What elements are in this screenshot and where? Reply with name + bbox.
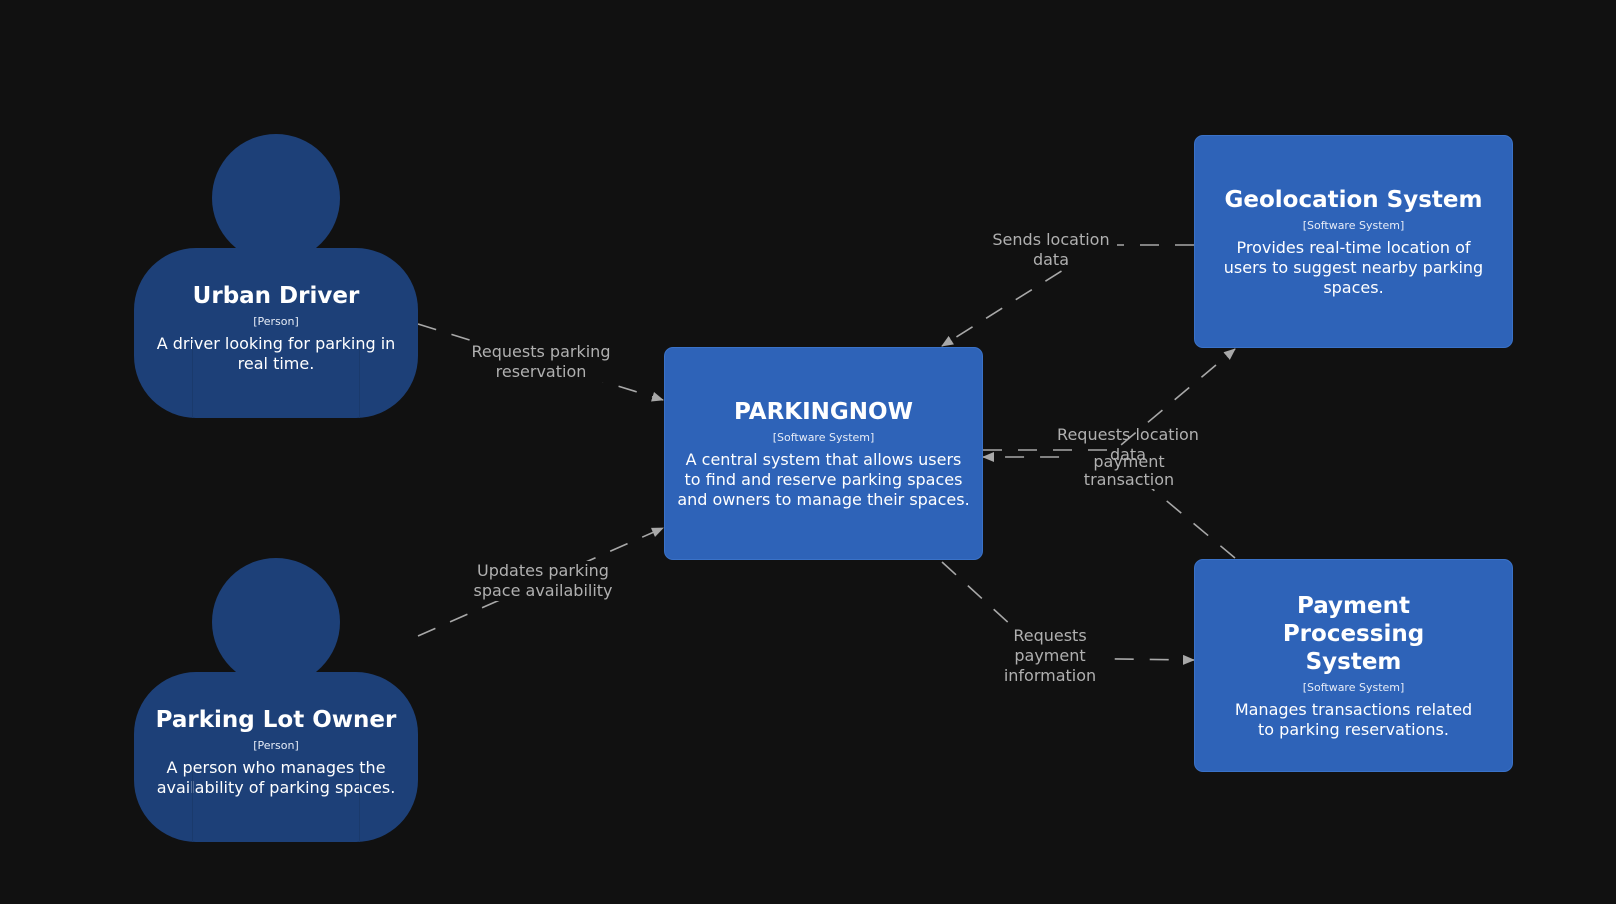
system-tag: [Software System] <box>1302 680 1405 694</box>
system-tag: [Software System] <box>772 430 875 444</box>
urban-driver-head <box>212 134 340 262</box>
system-title: PARKINGNOW <box>734 398 913 425</box>
edge-payment-to-parkingnow <box>982 452 1236 559</box>
edge-geo-to-parkingnow <box>941 244 1194 347</box>
system-description: Provides real-time location of users to … <box>1223 237 1484 297</box>
system-description: Manages transactions related to parking … <box>1234 699 1473 739</box>
system-title: Geolocation System <box>1224 186 1483 213</box>
person-description: A person who manages the availability of… <box>156 758 396 797</box>
edge-label-requests-location-data: Requests location data <box>1057 425 1199 464</box>
parking-lot-owner-person[interactable]: Parking Lot Owner [Person] A person who … <box>134 672 418 842</box>
geolocation-system[interactable]: Geolocation System [Software System] Pro… <box>1194 135 1513 348</box>
edge-parkingnow-to-geo <box>983 348 1236 451</box>
parkingnow-system[interactable]: PARKINGNOW [Software System] A central s… <box>664 347 983 560</box>
system-title: Payment Processing System <box>1282 592 1425 675</box>
edge-driver-to-parkingnow <box>417 323 664 402</box>
person-title: Urban Driver <box>192 283 360 309</box>
payment-processing-system[interactable]: Payment Processing System [Software Syst… <box>1194 559 1513 772</box>
person-description: A driver looking for parking in real tim… <box>156 334 396 373</box>
urban-driver-person[interactable]: Urban Driver [Person] A driver looking f… <box>134 248 418 418</box>
person-tag: [Person] <box>253 739 299 752</box>
edge-label-requests-payment-information: Requests payment information <box>996 626 1104 686</box>
person-tag: [Person] <box>253 315 299 328</box>
edge-label-requests-parking-reservation: Requests parking reservation <box>468 342 614 382</box>
edge-label-payment-transaction: payment transaction <box>1072 453 1186 489</box>
edge-owner-to-parkingnow <box>417 527 664 637</box>
person-title: Parking Lot Owner <box>155 707 397 733</box>
edge-label-sends-location-data: Sends location data <box>985 230 1117 270</box>
parking-lot-owner-head <box>212 558 340 686</box>
edge-label-updates-availability: Updates parking space availability <box>468 561 618 601</box>
system-tag: [Software System] <box>1302 218 1405 232</box>
system-description: A central system that allows users to fi… <box>677 449 970 509</box>
